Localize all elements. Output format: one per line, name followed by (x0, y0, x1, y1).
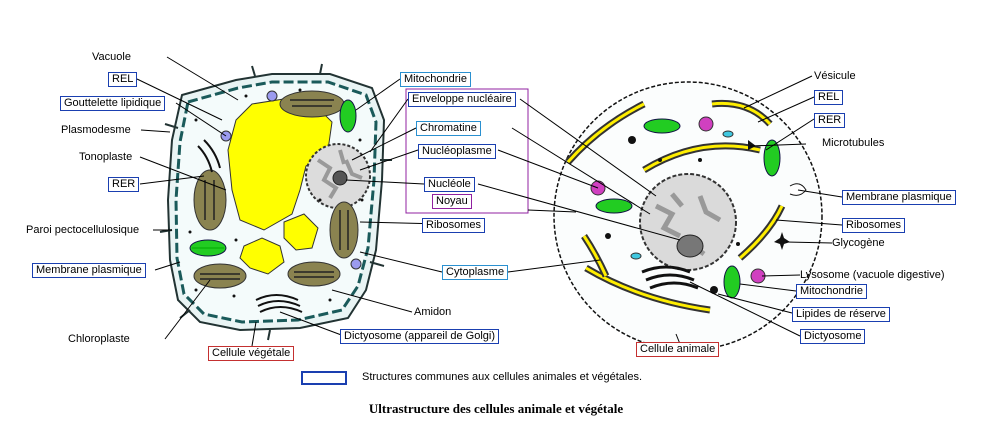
vacuole-lobe-2 (283, 213, 319, 251)
label-cytoplasme: Cytoplasme (442, 265, 509, 280)
vacuole-lobe-1 (239, 237, 285, 275)
label-lysosome: Lysosome (vacuole digestive) (800, 269, 945, 281)
label-vacuole: Vacuole (92, 51, 131, 63)
animal-rer (565, 99, 786, 314)
animal-cell (553, 81, 823, 351)
label-chloroplaste: Chloroplaste (68, 333, 130, 345)
label-noyau: Noyau (432, 194, 472, 209)
label-lipides: Lipides de réserve (792, 307, 890, 322)
animal-nucleolus (676, 234, 704, 258)
label-animal-membrane: Membrane plasmique (842, 190, 956, 205)
label-cellule-animale: Cellule animale (636, 342, 720, 357)
label-animal-ribosomes: Ribosomes (842, 218, 906, 233)
label-plant-rer: RER (108, 177, 140, 192)
label-paroi: Paroi pectocellulosique (26, 224, 140, 236)
label-gouttelette: Gouttelette lipidique (60, 96, 166, 111)
plant-dictyosome (255, 294, 303, 313)
label-animal-dictyosome: Dictyosome (800, 329, 866, 344)
label-plant-membrane: Membrane plasmique (32, 263, 146, 278)
plant-chloroplasts (193, 90, 359, 289)
figure-caption: Ultrastructure des cellules animale et v… (368, 401, 624, 416)
label-nucleole: Nucléole (424, 177, 475, 192)
label-center-ribosomes: Ribosomes (422, 218, 486, 233)
label-animal-rer: RER (814, 113, 846, 128)
label-plant-rel: REL (108, 72, 138, 87)
label-amidon: Amidon (414, 306, 452, 318)
label-cellule-vegetale: Cellule végétale (208, 346, 295, 361)
label-center-dictyosome: Dictyosome (appareil de Golgi) (340, 329, 500, 344)
label-chromatine: Chromatine (416, 121, 481, 136)
label-animal-mitochondrie: Mitochondrie (796, 284, 867, 299)
plant-mitochondria (189, 99, 357, 257)
leader-lines (136, 56, 843, 347)
label-tonoplaste: Tonoplaste (79, 151, 133, 163)
plant-cell (159, 63, 392, 341)
label-microtubules: Microtubules (822, 137, 885, 149)
animal-mitochondria (595, 118, 781, 299)
label-glycogene: Glycogène (832, 237, 885, 249)
plant-nucleolus (332, 170, 348, 186)
legend-swatch (301, 371, 347, 385)
legend-text: Structures communes aux cellules animale… (362, 371, 643, 383)
label-center-mitochondrie: Mitochondrie (400, 72, 471, 87)
nucleus-group-box (405, 88, 529, 214)
label-nucleoplasme: Nucléoplasme (418, 144, 496, 159)
animal-dictyosome (641, 265, 699, 290)
label-plasmodesme: Plasmodesme (61, 124, 131, 136)
label-enveloppe: Enveloppe nucléaire (408, 92, 516, 107)
label-animal-rel: REL (814, 90, 844, 105)
label-vesicule: Vésicule (814, 70, 856, 82)
